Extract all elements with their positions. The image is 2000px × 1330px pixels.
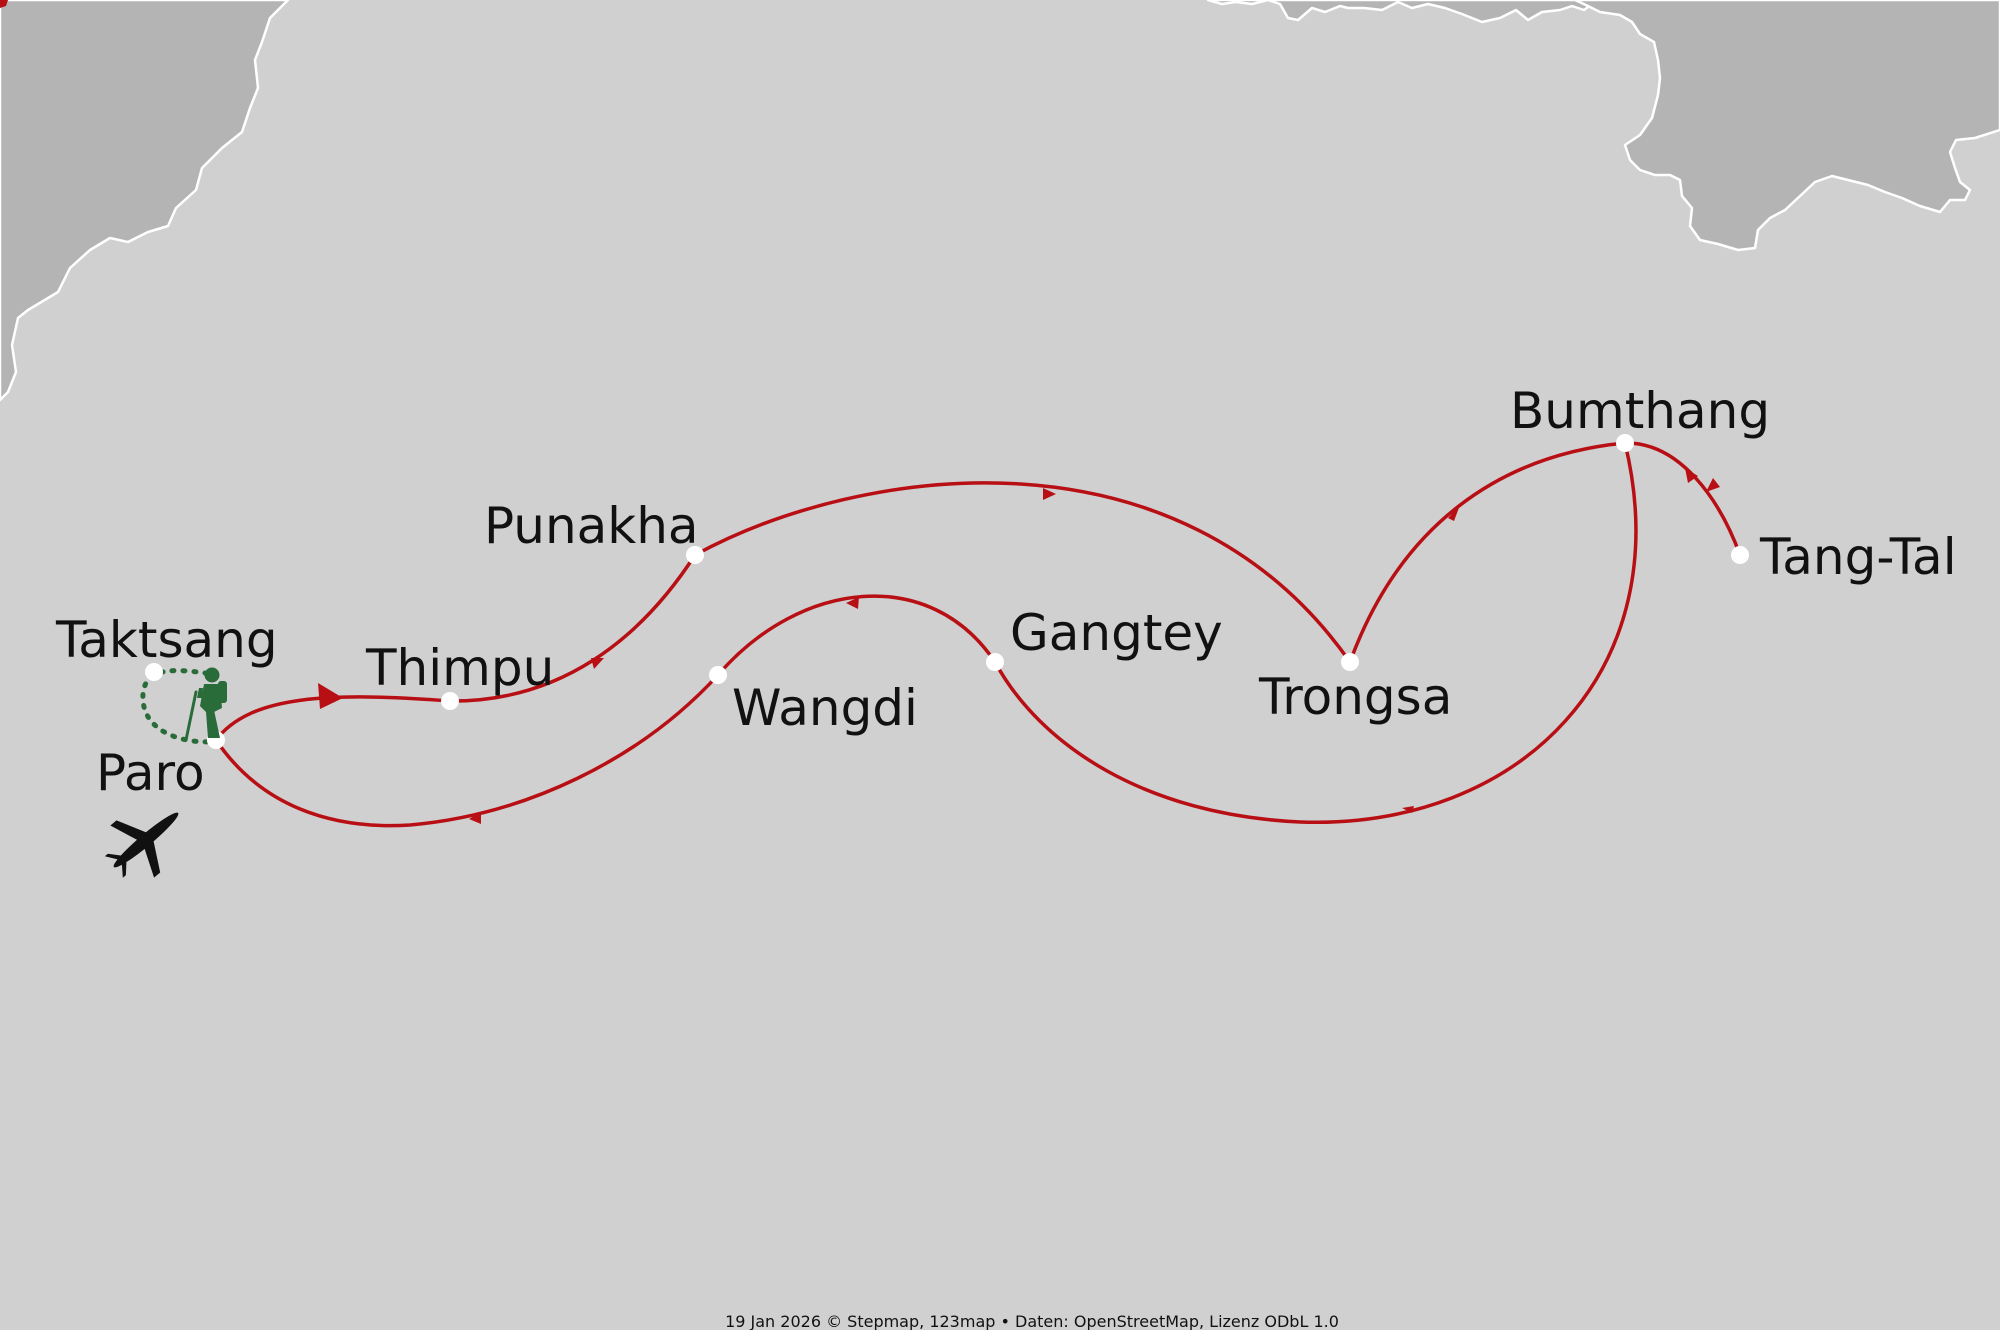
map-attribution: 19 Jan 2026 © Stepmap, 123map • Daten: O… (725, 1312, 1339, 1330)
marker-bumthang[interactable] (1616, 434, 1634, 452)
label-taktsang: Taktsang (55, 611, 278, 669)
label-trongsa: Trongsa (1258, 668, 1452, 726)
marker-gangtey[interactable] (986, 653, 1004, 671)
route-arrow (1043, 488, 1056, 500)
marker-punakha[interactable] (686, 546, 704, 564)
label-punakha: Punakha (484, 497, 699, 555)
route-arrow (469, 812, 481, 824)
label-thimpu: Thimpu (365, 639, 554, 697)
route-gangtey-wangdi (716, 594, 997, 677)
corner-marker (0, 0, 8, 8)
airplane-icon (104, 812, 179, 878)
place-labels: Taktsang Paro Thimpu Punakha Wangdi Gang… (55, 382, 1957, 802)
hiker-icon (184, 667, 227, 742)
label-tang-tal: Tang-Tal (1759, 528, 1957, 586)
neighbor-region-northeast (1573, 0, 2000, 252)
route-arrows (318, 468, 1720, 824)
route-wangdi-paro (214, 673, 720, 828)
marker-wangdi[interactable] (709, 666, 727, 684)
marker-trongsa[interactable] (1341, 653, 1359, 671)
label-wangdi: Wangdi (732, 679, 918, 737)
route-trongsa-bumthang (1348, 441, 1627, 664)
route-bumthang-tangtal (1623, 441, 1742, 557)
label-paro: Paro (96, 744, 205, 802)
label-gangtey: Gangtey (1010, 604, 1223, 662)
taktsang-hike-loop (140, 668, 221, 745)
route-arrow (1706, 478, 1720, 492)
route-bumthang-gangtey (993, 441, 1638, 824)
route-punakha-trongsa (693, 481, 1352, 664)
label-bumthang: Bumthang (1510, 382, 1770, 440)
route-arrow (1402, 806, 1414, 813)
marker-tang-tal[interactable] (1731, 546, 1749, 564)
route-arrow (591, 658, 604, 669)
marker-thimpu[interactable] (441, 692, 459, 710)
route-arrow (1685, 468, 1698, 483)
route-arrow (1448, 505, 1460, 521)
route-paro-thimpu (214, 695, 452, 742)
marker-taktsang[interactable] (145, 663, 163, 681)
route-arrow-large (318, 683, 343, 709)
place-markers (145, 434, 1749, 749)
route-arrow (846, 597, 859, 609)
neighbor-region-northwest (0, 0, 290, 402)
